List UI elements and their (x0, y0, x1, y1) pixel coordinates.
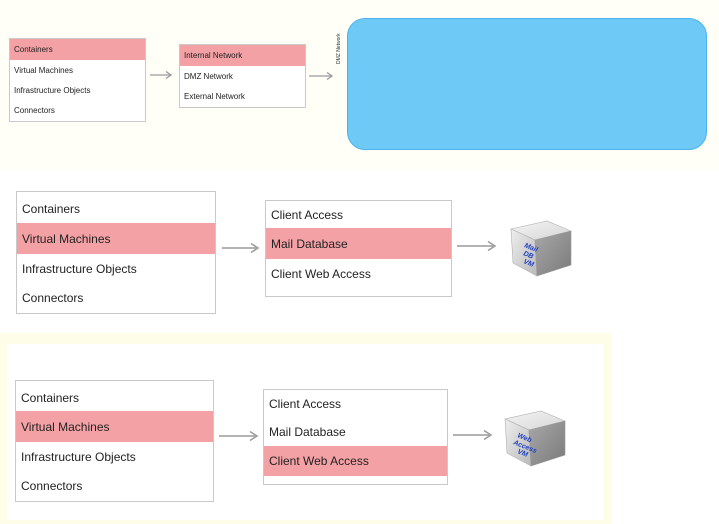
row3-arrow-1 (219, 430, 259, 442)
row2-menu2-item-0[interactable]: Client Access (266, 201, 451, 228)
row2-menu2-item-2[interactable]: Client Web Access (266, 259, 451, 289)
row3-menu1-item-1[interactable]: Virtual Machines (16, 411, 213, 442)
row1-menu1-label-0: Containers (14, 45, 53, 54)
row2-menu1-label-0: Containers (22, 202, 81, 216)
row2-cube-line-2: VM (522, 258, 535, 268)
row2-menu2-label-1: Mail Database (271, 236, 348, 251)
row3-menu1-label-0: Containers (21, 390, 80, 405)
row2-menu1-item-1[interactable]: Virtual Machines (17, 223, 215, 254)
row3-cube-line-2: VM (516, 448, 529, 458)
row2-category-menu: Containers Virtual Machines Infrastructu… (16, 191, 216, 314)
row1-menu2-label-2: External Network (184, 92, 245, 101)
row1-arrow-1 (150, 70, 173, 80)
row2-cube-line-0: Mail (523, 242, 539, 254)
row3-menu1-item-3[interactable]: Connectors (16, 471, 213, 501)
row2-menu1-item-0[interactable]: Containers (17, 194, 215, 224)
row3-menu1-label-1: Virtual Machines (21, 419, 110, 434)
row1-arrow-2 (309, 71, 334, 81)
row1-menu1-item-0[interactable]: Containers (10, 39, 145, 60)
row1-menu2-label-1: DMZ Network (184, 71, 233, 81)
row1-menu1-item-2[interactable]: Infrastructure Objects (10, 80, 145, 100)
row1-network-menu: Internal Network DMZ Network External Ne… (179, 44, 306, 108)
row1-menu1-item-1[interactable]: Virtual Machines (10, 60, 145, 80)
row2-menu2-item-1[interactable]: Mail Database (266, 228, 451, 259)
row2-arrow-2 (457, 240, 497, 252)
row1-menu1-label-3: Connectors (14, 106, 55, 115)
row1-menu2-label-0: Internal Network (184, 51, 243, 60)
row2-arrow-1 (222, 242, 260, 254)
row2-menu1-label-1: Virtual Machines (22, 231, 111, 246)
row3-menu2-label-2: Client Web Access (269, 454, 369, 468)
row3-vm-cube-icon[interactable]: Web Access VM (501, 403, 571, 469)
row1-menu2-item-0[interactable]: Internal Network (180, 45, 305, 66)
row2-menu1-item-2[interactable]: Infrastructure Objects (17, 254, 215, 283)
row3-arrow-2 (453, 429, 493, 441)
row3-menu1-label-2: Infrastructure Objects (21, 449, 136, 464)
row3-menu2-item-1[interactable]: Mail Database (264, 418, 447, 446)
row2-menu1-label-3: Connectors (22, 291, 84, 305)
row3-menu2-item-2[interactable]: Client Web Access (264, 446, 447, 476)
row1-menu2-item-1[interactable]: DMZ Network (180, 66, 305, 86)
row2-menu2-label-0: Client Access (271, 207, 344, 222)
row1-category-menu: Containers Virtual Machines Infrastructu… (9, 38, 146, 122)
row3-menu1-label-3: Connectors (21, 479, 83, 493)
row3-category-menu: Containers Virtual Machines Infrastructu… (15, 380, 214, 502)
row1-menu1-label-1: Virtual Machines (14, 65, 73, 75)
row2-menu1-item-3[interactable]: Connectors (17, 283, 215, 313)
row2-vm-cube-icon[interactable]: Mail DB VM (507, 213, 577, 279)
row3-menu2-label-1: Mail Database (269, 425, 346, 439)
row2-menu2-label-2: Client Web Access (271, 267, 371, 281)
row3-exchange-menu: Client Access Mail Database Client Web A… (263, 389, 448, 485)
row1-menu1-item-3[interactable]: Connectors (10, 100, 145, 121)
dmz-network-panel[interactable] (347, 18, 707, 150)
row2-exchange-menu: Client Access Mail Database Client Web A… (265, 200, 452, 297)
row3-menu2-label-0: Client Access (269, 397, 342, 411)
row1-menu2-item-2[interactable]: External Network (180, 86, 305, 107)
row2-menu1-label-2: Infrastructure Objects (22, 261, 137, 276)
row3-menu1-item-0[interactable]: Containers (16, 383, 213, 412)
row1-menu1-label-2: Infrastructure Objects (14, 85, 91, 95)
row3-menu1-item-2[interactable]: Infrastructure Objects (16, 442, 213, 471)
row3-menu2-item-0[interactable]: Client Access (264, 390, 447, 418)
row2-cube-line-1: DB (522, 250, 534, 260)
